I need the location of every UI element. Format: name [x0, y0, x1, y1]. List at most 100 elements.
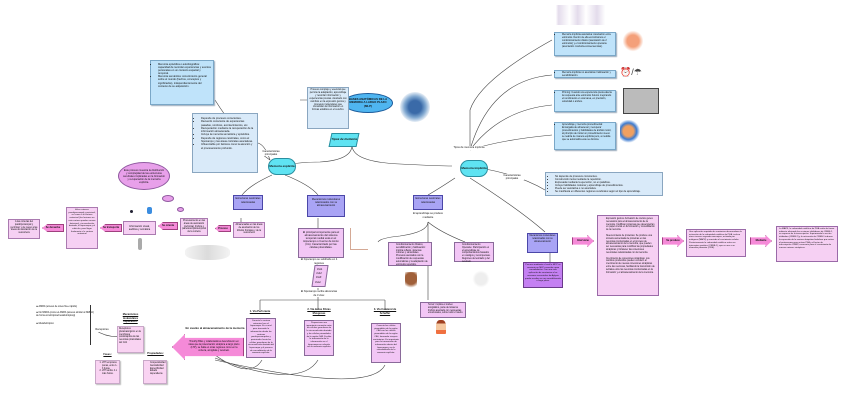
connector-pathways-storage: [214, 354, 386, 380]
properties-title: Propiedades:: [147, 352, 164, 355]
thought-bubble-2: [177, 207, 184, 212]
receptor-metabotropic: Metabotrópico: [38, 322, 54, 325]
implicit-type-nonassociative: Memoria implícita no asociativa: habitua…: [554, 70, 616, 78]
flow-box-3-text: A las cortezas parahipocampal y perirrin…: [68, 209, 96, 236]
operant-conditioning-box: Condicionamiento Operante: Participación…: [454, 242, 494, 264]
classical-conditioning-box: Condicionamiento Clásico, sensibilizació…: [388, 242, 432, 266]
brain-diagrams-image: [185, 245, 230, 260]
pathway-3-title: 3. Vía Colateral de Schaffer: [373, 308, 397, 315]
explicit-mechanisms-text: Mecanismos moleculares relacionados con …: [311, 198, 341, 207]
receptor-nmda: No NMDA (como el AMPA (acceso similar al…: [36, 311, 94, 317]
hippocampus-text: El principal componente para el almacena…: [302, 231, 340, 250]
flow-arrow-2: Se transporta: [100, 224, 122, 232]
flow-box-3: A las cortezas parahipocampal y perirrin…: [66, 207, 98, 249]
implicit-structures-text: Estructuras cerebrales relacionadas: [415, 197, 441, 204]
mapk-text: La MAPK, la subunidad catalítica de PKA …: [779, 228, 835, 249]
receptor-item: ➡ Metabotrópico: [36, 322, 54, 325]
flow-arrow-1: Se orienta: [158, 222, 178, 230]
implicit-characteristic: Construcción lenta mediante la repetició…: [555, 178, 658, 181]
explicit-characteristic: Influenciable por factores como la atenc…: [201, 143, 254, 150]
explicit-characteristics-box: Depende de procesos conscientes. Recuerd…: [192, 113, 258, 173]
implicit-structures-node[interactable]: Estructuras cerebrales relacionadas: [413, 195, 443, 210]
receptors-bracket: [89, 305, 91, 345]
pathway-1-box: Conecta la corteza entorrinal con el hip…: [246, 318, 276, 358]
explicit-mechanisms-node[interactable]: Mecanismos moleculares relacionados con …: [307, 195, 345, 217]
pathway-1-text: Conecta la corteza entorrinal con el hip…: [248, 320, 274, 355]
phase-item: LTP temprana: pocas, entre 1-3 horas.: [102, 362, 118, 370]
flow-box-2-text: Información visual, auditiva y somática: [128, 225, 151, 231]
stored-areas-text: Almacenadas en las áreas de asociación d…: [235, 224, 263, 235]
explicit-characteristic: Recuerdo consciente de experiencias pasa…: [201, 120, 254, 127]
implicit-memory-node[interactable]: Memoria implícita: [460, 160, 488, 177]
root-topic-text: BASES ANATÓMICAS DE LA MEMORIA A LARGO P…: [348, 97, 388, 108]
definition-box: Proceso complejo y esencial que permite …: [307, 87, 349, 129]
explicit-characteristic: Depende de regiones cerebrales, como el …: [201, 137, 254, 144]
implicit-characteristic: No depende de procesos conscientes.: [555, 175, 658, 178]
implicit-characteristic: Expresada mediante la ejecución, no en p…: [555, 181, 658, 184]
explicit-characteristic: Depende de procesos conscientes.: [201, 117, 254, 120]
properties-note: Cooperatividad Asociatividad Especificid…: [143, 360, 167, 384]
explicit-type-item: Memoria semántica: conocimiento general …: [158, 75, 211, 87]
process-arrow-label: Proceso: [218, 226, 228, 230]
receptor-item: ➡ AMPA (acceso de iones Na+ rápido): [36, 305, 77, 308]
connector-implicit-structures: [427, 177, 456, 196]
serotonin-text: Una aplicación repetida de serotonina de…: [689, 231, 742, 250]
root-topic[interactable]: BASES ANATÓMICAS DE LA MEMORIA A LARGO P…: [343, 93, 393, 113]
explicit-structures-node[interactable]: Estructuras cerebrales relacionadas: [233, 195, 263, 210]
habituation-icons: ⏰/☂: [620, 67, 642, 77]
implicit-characteristic: Se manifiesta en diferentes regiones cer…: [555, 190, 658, 193]
pathway-2-text: Proporciona una importante conexión entr…: [306, 322, 332, 349]
piano-player-image: [620, 120, 648, 148]
implicit-type-associative-text: Memoria implícita asociativa: Asociación…: [562, 33, 613, 49]
thought-cloud: Este proceso muestra la distribución y c…: [118, 162, 170, 190]
fear-box: Temor: implica el núcleo amigdalino, par…: [420, 302, 466, 318]
priming-comic-image: [623, 88, 659, 114]
types-of-memory-node[interactable]: Tipos de memoria: [328, 133, 360, 147]
connector-implicit-types: [469, 39, 553, 151]
implicit-mechanisms-node[interactable]: Mecanismos moleculares relacionados con …: [527, 233, 558, 253]
consolidation-text: Proceso mediante el cual la MCP se convi…: [525, 264, 561, 283]
thought-bubble-1: [162, 195, 174, 202]
intervention-item: Crecimiento de conexiones sinápticas: Lo…: [606, 258, 655, 275]
pathway-1-title: 1. Vía Perforante: [249, 310, 271, 313]
receptors-list: ➡ AMPA (acceso de iones Na+ rápido) ➡ No…: [36, 305, 96, 325]
operant-conditioning-text: Condicionamiento Operante: Participación…: [462, 244, 491, 264]
property-item: Cooperatividad: [150, 362, 165, 365]
flow-box-1: Procesamiento en las áreas de asociación…: [180, 218, 208, 236]
explicit-characteristic: Recuperación mediante la recuperación de…: [201, 127, 254, 134]
phases-note: LTP temprana: pocas, entre 1-3 horas. LT…: [95, 360, 120, 384]
property-item: Estado dependiente: [150, 370, 165, 376]
flow-arrow-1-label: Se orienta: [161, 224, 175, 228]
flow-box-4-text: A las cortezas del parahipocampal y peri…: [10, 221, 38, 235]
implicit-type-nonassociative-text: Memoria implícita no asociativa: habitua…: [562, 71, 613, 78]
property-item: Especificidad: [150, 368, 165, 371]
flow-box-2: Información visual, auditiva y somática: [123, 221, 156, 235]
intervenes-label: Interviene: [577, 239, 589, 243]
mapk-box: La MAPK, la subunidad catalítica de PKA …: [776, 226, 838, 262]
implicit-characteristic: Incluye habilidades motoras y aprendizaj…: [555, 184, 658, 187]
explicit-memory-title: Memoria explícita: [269, 163, 295, 168]
explicit-memory-node[interactable]: Memoria explícita: [268, 158, 296, 175]
molecular-mechanisms-title: Mecanismos moleculares implicados:: [122, 313, 139, 324]
implicit-type-procedural: Aprendizaje y memoria procedimental: Enc…: [554, 122, 616, 150]
shouting-person-image: [623, 30, 643, 52]
intervention-item: Nueva síntesis de proteínas: Se produce …: [606, 235, 655, 255]
through-label: Mediante: [755, 239, 767, 243]
explicit-type-item: Memoria episódica o autobiográfica: capa…: [158, 63, 211, 75]
implicit-characteristics-box: No depende de procesos conscientes. Cons…: [545, 172, 663, 196]
receptor-item: ➡ No NMDA (como el AMPA (acceso similar …: [36, 311, 94, 317]
region-ca4: CA4: [314, 279, 321, 284]
property-item: Asociatividad: [150, 365, 165, 368]
pathway-2-title: 2. Vía de las Fibras Musgosas: [307, 308, 331, 315]
implicit-memory-title: Memoria implícita: [461, 165, 487, 170]
receptor-ampa: AMPA (acceso de iones Na+ rápido): [38, 305, 77, 308]
flow-arrow-3-label: Se devuelve: [45, 226, 61, 230]
learning-label: El aprendizaje se produce mediante: [410, 212, 446, 220]
pathway-2-box: Proporciona una importante conexión entr…: [304, 320, 334, 356]
connector-implicit-mechanisms: [469, 177, 546, 233]
connector-explicit-structures: [241, 174, 273, 196]
eye-icon: [130, 210, 133, 213]
process-arrow: Proceso: [215, 225, 231, 232]
implicit-types-label: Tipos de memoria implícita: [452, 146, 486, 150]
brain-image: [400, 92, 430, 122]
